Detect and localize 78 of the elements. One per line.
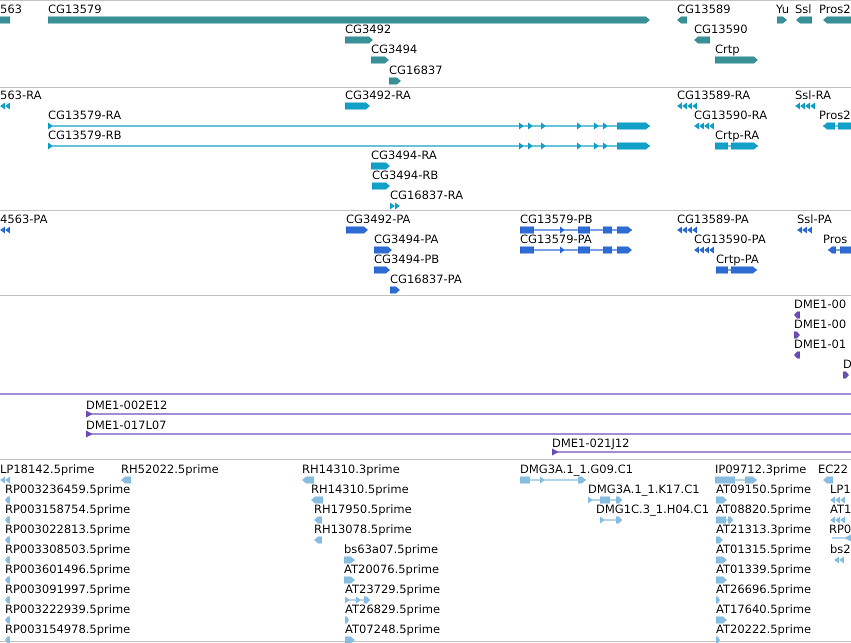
- feature-label: CG13579-RB: [48, 128, 122, 142]
- feature-label: D: [843, 357, 851, 371]
- feature-label: LP1: [830, 482, 851, 496]
- feature-label: RP003601496.5prime: [5, 562, 130, 576]
- feature-label: AT07248.5prime: [345, 622, 440, 636]
- feature-label: RH14310.3prime: [302, 462, 400, 476]
- feature-label: CG3494-PA: [374, 232, 438, 246]
- feature-label: RP003154978.5prime: [5, 622, 130, 636]
- feature-label: AT08820.5prime: [716, 502, 812, 516]
- feature-label: RP0: [829, 522, 851, 536]
- feature-label: AT1: [830, 502, 851, 516]
- feature-label: Ssl-PA: [797, 212, 832, 226]
- feature-label: DMG1C.3_1.H04.C1: [596, 502, 710, 516]
- feature-label: AT01315.5prime: [716, 542, 812, 556]
- feature-label: RH14310.5prime: [311, 482, 409, 496]
- feature-label: CG3492-PA: [346, 212, 410, 226]
- feature-label: CG13590: [694, 22, 748, 36]
- feature-label: RP003236459.5prime: [5, 482, 130, 496]
- feature-label: CG3494-RA: [371, 148, 437, 162]
- feature-label: AT01339.5prime: [716, 562, 812, 576]
- feature-label: AT17640.5prime: [716, 602, 812, 616]
- feature-label: CG13590-RA: [694, 108, 768, 122]
- feature-label: Pros2: [819, 108, 851, 122]
- feature-label: CG16837-RA: [390, 188, 464, 202]
- feature-label: 563-RA: [0, 88, 42, 102]
- feature-label: Yu: [776, 2, 789, 16]
- feature-label: RP003022813.5prime: [5, 522, 130, 536]
- feature-label: RH17950.5prime: [314, 502, 412, 516]
- feature-label: Ssl: [795, 2, 812, 16]
- feature-label: EC22: [818, 462, 848, 476]
- feature-label: CG3492-RA: [345, 88, 411, 102]
- feature-label: Crtp-PA: [716, 252, 759, 266]
- feature-label: 4563-PA: [0, 212, 48, 226]
- feature-label: DME1-00: [794, 297, 846, 311]
- feature-label: DME1-01: [794, 337, 846, 351]
- feature-label: CG3494-RB: [372, 168, 438, 182]
- feature-label: DME1-00: [794, 317, 846, 331]
- feature-label: CG13579-RA: [48, 108, 122, 122]
- feature-label: DMG3A.1_1.K17.C1: [588, 482, 700, 496]
- feature-label: CG3492: [345, 22, 392, 36]
- feature-label: 563: [0, 2, 22, 16]
- feature-label: AT20076.5prime: [344, 562, 440, 576]
- feature-label: CG13579-PB: [520, 212, 592, 226]
- feature-label: RP003222939.5prime: [5, 602, 130, 616]
- feature-label: Pros2: [819, 2, 851, 16]
- feature-label: CG13589: [677, 2, 731, 16]
- feature-label: RP003158754.5prime: [5, 502, 130, 516]
- feature-label: RP003091997.5prime: [5, 582, 130, 596]
- feature-label: LP18142.5prime: [0, 462, 94, 476]
- feature-label: AT21313.3prime: [716, 522, 812, 536]
- feature-label: AT26696.5prime: [716, 582, 812, 596]
- feature-label: CG16837: [389, 63, 443, 77]
- feature-label: bs2: [830, 542, 851, 556]
- feature-label: AT26829.5prime: [345, 602, 440, 616]
- feature-label: CG13579-PA: [520, 232, 592, 246]
- feature-label: AT20222.5prime: [716, 622, 812, 636]
- feature-label: CG13590-PA: [694, 232, 766, 246]
- feature-label: DME1-017L07: [86, 418, 166, 432]
- feature-label: CG3494: [371, 42, 418, 56]
- feature-label: bs63a07.5prime: [344, 542, 438, 556]
- feature-label: AT09150.5prime: [716, 482, 812, 496]
- feature-label: CG13589-RA: [677, 88, 750, 102]
- feature-label: DME1-021J12: [552, 436, 630, 450]
- feature-label: DME1-002E12: [86, 398, 168, 412]
- feature-label: Crtp-RA: [715, 128, 760, 142]
- feature-label: CG13579: [48, 2, 102, 16]
- feature-label: CG16837-PA: [390, 272, 462, 286]
- feature-label: RP003308503.5prime: [5, 542, 130, 556]
- feature-label: Ssl-RA: [795, 88, 832, 102]
- feature-label: DMG3A.1_1.G09.C1: [520, 462, 633, 476]
- feature-label: RH52022.5prime: [121, 462, 219, 476]
- feature-label: IP09712.3prime: [715, 462, 806, 476]
- feature-label: Pros: [823, 232, 848, 246]
- feature-label: AT23729.5prime: [345, 582, 440, 596]
- feature-label: RH13078.5prime: [314, 522, 412, 536]
- feature-label: CG3494-PB: [374, 252, 440, 266]
- feature-label: CG13589-PA: [677, 212, 749, 226]
- feature-label: Crtp: [715, 42, 740, 56]
